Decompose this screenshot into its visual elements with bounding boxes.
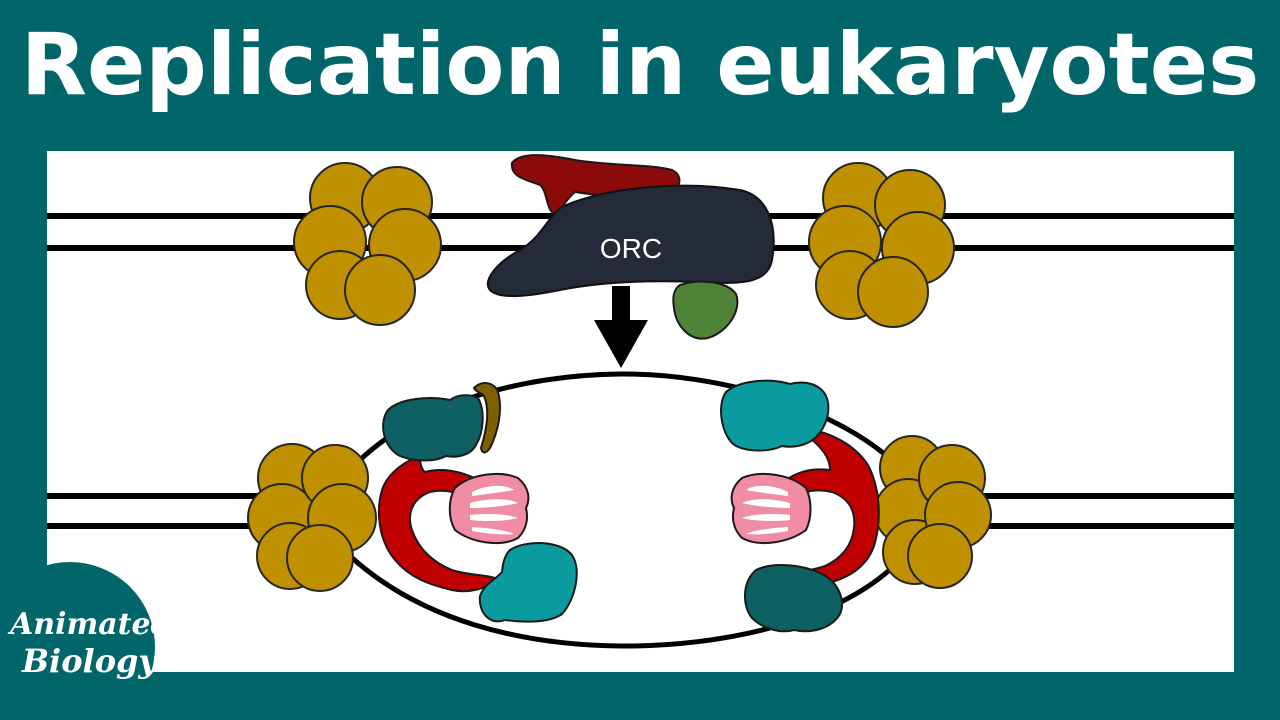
logo-badge (0, 562, 155, 682)
nucleosome-top-right (808, 162, 955, 328)
gins-right (730, 472, 812, 545)
cdc45-right-top (720, 379, 830, 452)
nucleosome-bottom-left (247, 443, 377, 592)
gins-left (448, 472, 530, 545)
page-title: Replication in eukaryotes (20, 15, 1260, 115)
gins-left-fingers (470, 485, 518, 535)
orc-label: ORC (600, 233, 662, 264)
clamp-loader-left (472, 382, 501, 454)
gins-right-fingers (742, 485, 790, 535)
logo-line2: Biology (21, 642, 159, 680)
dna-lower-strands (47, 493, 1234, 529)
cdc45-right-bottom (744, 564, 843, 633)
cdc45-left-bottom (478, 542, 578, 623)
mcm-helicase-right (775, 428, 880, 587)
down-arrow (594, 286, 648, 368)
animated-biology-logo: Animated Biology (0, 562, 160, 682)
nucleosome-top-left (293, 162, 442, 326)
orc-complex (487, 184, 775, 298)
cdt1-protein (672, 280, 739, 340)
replisome-right (720, 379, 880, 633)
logo-line1: Animated (7, 607, 160, 642)
cdc45-left-top (382, 394, 484, 462)
nucleosome-bottom-right (874, 435, 992, 589)
replisome-left (377, 382, 578, 623)
